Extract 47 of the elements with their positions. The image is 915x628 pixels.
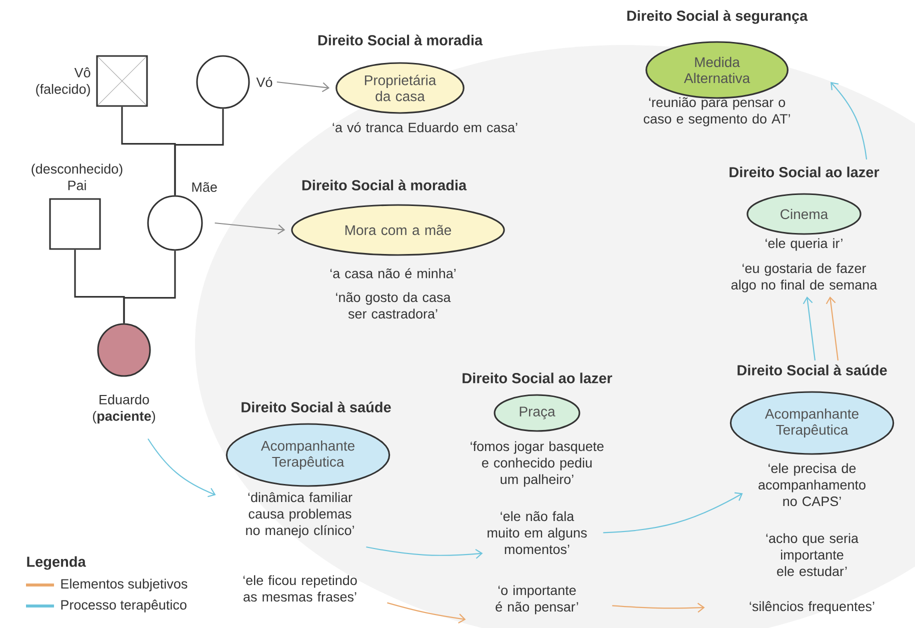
arrow xyxy=(214,222,286,234)
arrow xyxy=(802,296,816,360)
section-heading: Direito Social à moradia xyxy=(318,34,483,46)
section-heading: Direito Social ao lazer xyxy=(730,166,880,178)
quote-text: ‘ele não fala muito em alguns momentos’ xyxy=(488,511,587,554)
quote-text: ‘ele precisa de acompanhamento no CAPS’ xyxy=(758,463,866,506)
person-label: Vô (falecido) xyxy=(36,67,90,97)
legend-title: Legenda xyxy=(27,556,86,570)
ellipse-node: Proprietária da casa xyxy=(336,62,464,114)
quote-text: ‘acho que seria importante ele estudar’ xyxy=(766,533,858,576)
quote-text: ‘fomos jogar basquete e conhecido pediu um palheiro’ xyxy=(470,441,604,487)
person-label: Vó xyxy=(256,76,272,88)
arrow xyxy=(612,602,705,613)
quote-text: ‘reunião para pensar o caso e segmento do AT’ xyxy=(644,97,790,126)
person-label: Mãe xyxy=(192,182,217,192)
family-line xyxy=(123,250,176,324)
legend-text: Processo terapêutico xyxy=(61,600,186,612)
quote-text: ‘o importante é não pensar’ xyxy=(496,585,578,614)
quote-text: ‘silêncios frequentes’ xyxy=(750,601,874,614)
section-heading: Direito Social à segurança xyxy=(627,10,808,24)
arrow xyxy=(826,296,839,360)
arrow xyxy=(830,82,868,160)
arrow xyxy=(276,81,330,92)
quote-text: ‘ele queria ir’ xyxy=(766,238,842,251)
person-label: Eduardo (paciente) xyxy=(92,394,156,424)
arrow xyxy=(387,602,466,624)
section-heading: Direito Social ao lazer xyxy=(462,372,612,384)
quote-text: ‘dinâmica familiar causa problemas no manejo clínico’ xyxy=(246,492,354,538)
quote-text: ‘eu gostaria de fazer algo no final de semana xyxy=(731,263,878,292)
legend-text: Elementos subjetivos xyxy=(61,578,188,592)
ellipse-node: Acompanhante Terapêutica xyxy=(730,391,894,455)
person-label: (desconhecido) Pai xyxy=(32,164,122,190)
family-line xyxy=(174,108,224,196)
arrow xyxy=(366,546,483,559)
ellipse-node: Praça xyxy=(494,394,580,432)
ellipse-node: Acompanhante Terapêutica xyxy=(226,423,390,487)
quote-text: ‘a casa não é minha’ xyxy=(330,268,456,278)
arrow xyxy=(603,492,743,534)
section-heading: Direito Social à saúde xyxy=(738,364,887,376)
quote-text: ‘não gosto da casa ser castradora’ xyxy=(336,292,451,319)
section-heading: Direito Social à saúde xyxy=(242,402,391,412)
quote-text: ‘a vó tranca Eduardo em casa’ xyxy=(332,122,518,132)
section-heading: Direito Social à moradia xyxy=(302,180,467,190)
ellipse-node: Mora com a mãe xyxy=(291,204,505,256)
arrow xyxy=(148,438,216,498)
ellipse-node: Cinema xyxy=(746,193,862,235)
quote-text: ‘ele ficou repetindo as mesmas frases’ xyxy=(243,575,357,602)
